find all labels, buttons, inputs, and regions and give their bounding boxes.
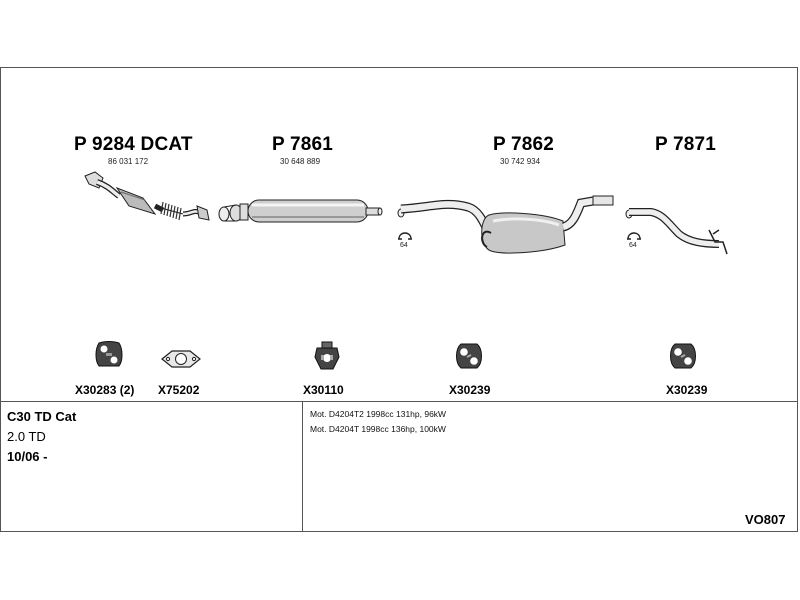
vehicle-model: C30 TD Cat: [7, 409, 77, 424]
motor-line: Mot. D4204T2 1998cc 131hp, 96kW: [310, 409, 447, 419]
vehicle-date: 10/06 -: [7, 449, 48, 464]
part-number-p7862: 30 742 934: [500, 157, 541, 166]
exhaust-diagram-sheet: P 9284 DCAT 86 031 172 P 7861 30 648 889…: [0, 67, 798, 532]
gasket-icon[interactable]: [160, 348, 202, 370]
clamp-icon[interactable]: [397, 229, 413, 241]
reference-code: VO807: [745, 512, 786, 527]
motor-line: Mot. D4204T 1998cc 136hp, 100kW: [310, 424, 446, 434]
rear-silencer-drawing[interactable]: [393, 193, 623, 263]
mount-code[interactable]: X30283 (2): [75, 383, 135, 397]
mount-code[interactable]: X30239: [449, 383, 491, 397]
part-title-p7862[interactable]: P 7862: [493, 134, 555, 155]
catalyst-pipe-drawing[interactable]: [81, 168, 216, 228]
part-number-p7861: 30 648 889: [280, 157, 321, 166]
part-title-p9284[interactable]: P 9284 DCAT: [74, 134, 193, 155]
mount-code[interactable]: X30239: [666, 383, 708, 397]
table-divider-vertical: [302, 401, 303, 531]
vehicle-engine: 2.0 TD: [7, 429, 46, 444]
clamp-icon[interactable]: [626, 229, 642, 241]
rubber-mount-icon[interactable]: [313, 341, 341, 371]
mount-code[interactable]: X75202: [158, 383, 200, 397]
part-number-p9284: 86 031 172: [108, 157, 149, 166]
clamp-size-label: 64: [400, 242, 408, 249]
rubber-hanger-icon[interactable]: [93, 339, 125, 369]
table-divider-horizontal: [1, 401, 797, 402]
clamp-size-label: 64: [629, 242, 637, 249]
rubber-hanger-icon[interactable]: [453, 341, 485, 371]
part-title-p7871[interactable]: P 7871: [655, 134, 717, 155]
tail-pipe-drawing[interactable]: [623, 200, 733, 260]
rubber-hanger-icon[interactable]: [667, 341, 699, 371]
middle-silencer-drawing[interactable]: [216, 196, 386, 228]
mount-code[interactable]: X30110: [303, 383, 344, 397]
part-title-p7861[interactable]: P 7861: [272, 134, 334, 155]
